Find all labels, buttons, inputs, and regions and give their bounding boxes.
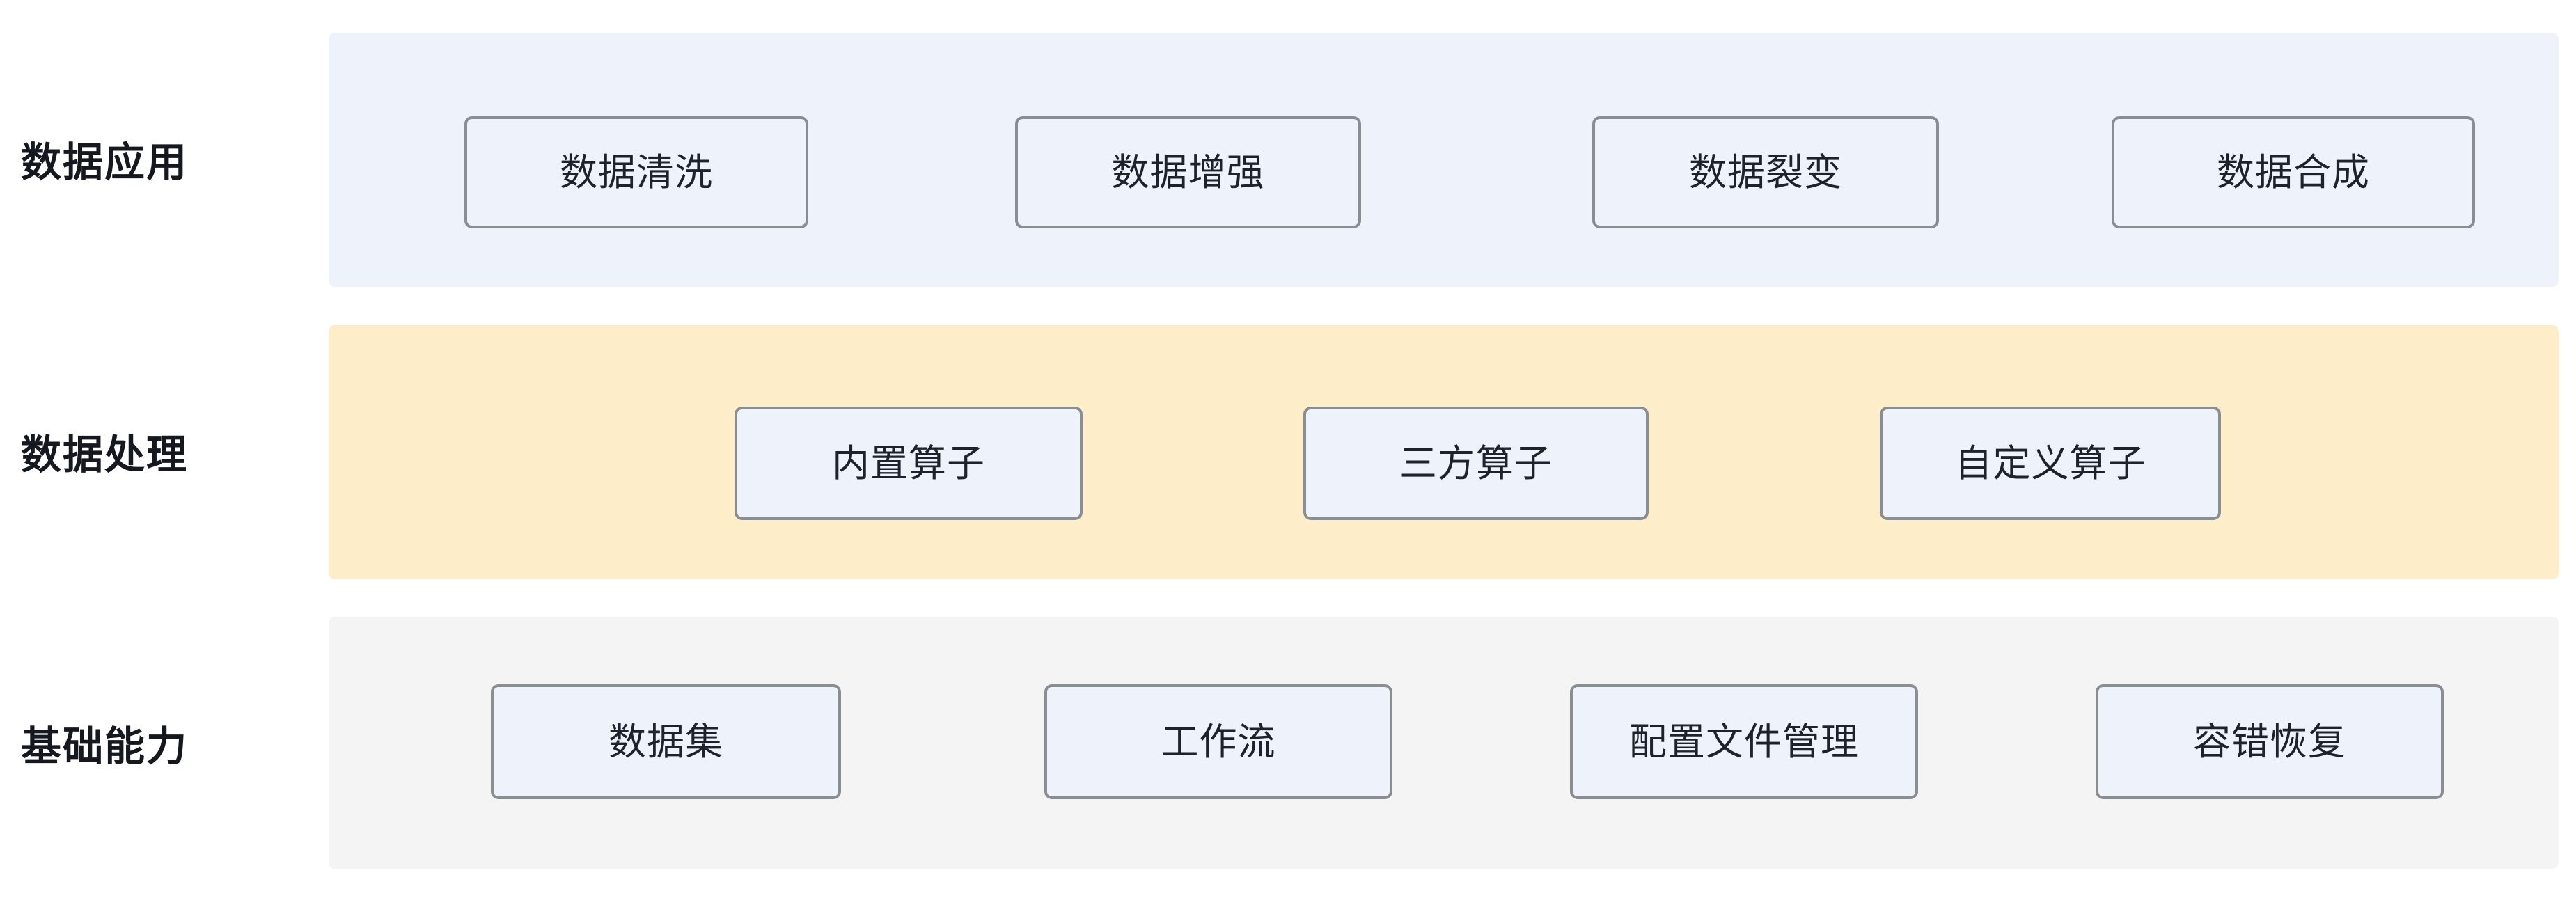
capability-card[interactable]: 数据增强: [1015, 116, 1361, 228]
capability-card[interactable]: 三方算子: [1303, 407, 1649, 520]
capability-card[interactable]: 内置算子: [735, 407, 1083, 520]
capability-card[interactable]: 容错恢复: [2096, 684, 2444, 799]
capability-card[interactable]: 自定义算子: [1880, 407, 2221, 520]
capability-card[interactable]: 数据裂变: [1592, 116, 1939, 228]
row-category-label: 基础能力: [21, 724, 189, 769]
capability-card[interactable]: 数据清洗: [464, 116, 808, 228]
capability-card[interactable]: 数据集: [491, 684, 841, 799]
row-category-label: 数据应用: [21, 140, 189, 185]
row-category-label: 数据处理: [21, 432, 189, 478]
capability-card[interactable]: 工作流: [1044, 684, 1392, 799]
capability-card[interactable]: 数据合成: [2112, 116, 2475, 228]
capability-card[interactable]: 配置文件管理: [1570, 684, 1918, 799]
